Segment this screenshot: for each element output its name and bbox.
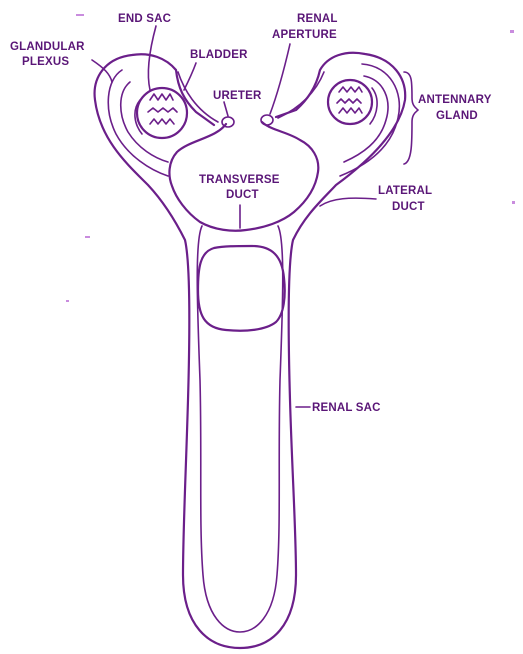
ureter-knob-left <box>222 117 234 127</box>
label-transverse-duct-line2: DUCT <box>226 189 259 201</box>
right-end-sac <box>328 80 372 124</box>
left-gland <box>108 70 187 176</box>
label-glandular-plexus-line1: GLANDULAR <box>10 41 85 53</box>
left-end-sac <box>137 88 187 138</box>
leader-renal-aperture <box>270 44 290 114</box>
label-renal-sac: RENAL SAC <box>312 402 381 414</box>
renal-sac-upper-chamber <box>198 246 285 331</box>
leader-end-sac <box>148 26 156 90</box>
antennary-gland-brace <box>404 72 418 164</box>
label-renal-aperture-line2: APERTURE <box>272 29 337 41</box>
label-glandular-plexus-line2: PLEXUS <box>22 56 69 68</box>
label-ureter: URETER <box>213 90 262 102</box>
leader-lateral-duct <box>320 198 376 206</box>
label-renal-aperture-line1: RENAL <box>297 13 338 25</box>
label-end-sac: END SAC <box>118 13 171 25</box>
label-antennary-gland-line1: ANTENNARY <box>418 94 492 106</box>
label-lateral-duct-line2: DUCT <box>392 201 425 213</box>
leader-ureter <box>224 102 228 116</box>
organ-inner-outline <box>197 226 283 632</box>
right-end-sac-folds <box>337 87 362 113</box>
label-antennary-gland-line2: GLAND <box>436 110 478 122</box>
labels: END SAC RENAL APERTURE GLANDULAR PLEXUS … <box>10 13 492 414</box>
label-bladder: BLADDER <box>190 49 248 61</box>
label-lateral-duct-line1: LATERAL <box>378 185 432 197</box>
leader-lines <box>92 26 418 407</box>
right-gland <box>328 64 399 176</box>
ureter-knob-right <box>261 115 273 125</box>
label-transverse-duct-line1: TRANSVERSE <box>199 174 280 186</box>
left-end-sac-folds <box>148 94 177 124</box>
organ-outer-outline <box>95 53 406 648</box>
leader-bladder <box>184 63 196 90</box>
